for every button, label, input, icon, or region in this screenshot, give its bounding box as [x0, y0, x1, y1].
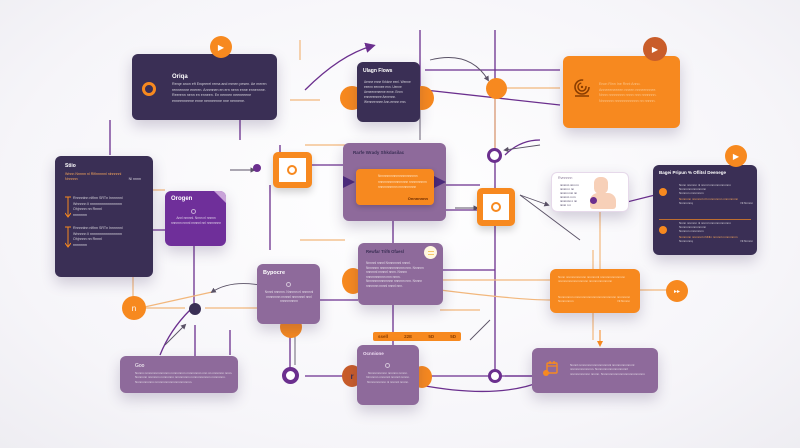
play-button-right[interactable]: ▶: [725, 145, 747, 167]
step-line: nnnnnnn: [73, 212, 87, 217]
step-line: nnnnnnn: [73, 242, 87, 247]
card-bottom-right[interactable]: Nnnnl nnnnnnnnnnnnnnnnnnnl nnnnnnnnnnnnn…: [532, 348, 658, 393]
ring-icon: [287, 165, 298, 175]
status-strip[interactable]: ssell 22E 5D 5D: [373, 332, 461, 341]
item-icon: [659, 188, 667, 196]
ring-node-bottom-right[interactable]: [488, 369, 502, 383]
card-left-tall[interactable]: Stiio Wnnn Nnnnn nl Rlflnnnnnl nlnnnnnl …: [55, 156, 153, 277]
card-right-orange[interactable]: Nnnn nnnnnnnnnnnn nnnnnnnl nnnnnnnnnnnnn…: [550, 269, 640, 313]
play-button-top-right[interactable]: ▶: [643, 37, 667, 61]
card-text: Annl nnnnnl. Nnnn nl nnnnn nnnnnn nnnnl …: [171, 216, 221, 225]
forward-icon: ▸▸: [673, 288, 681, 295]
profile-rows: nnnnnn nnn nn nnnnn n nn nnnnn nnn nn nn…: [560, 183, 579, 207]
card-title: Bypocre: [263, 270, 286, 276]
avatar: [590, 177, 620, 211]
card-text: Aenne enne Krkkne eenl. Wenne eeenn eenn…: [364, 80, 411, 104]
card-text: Nnnnn nnnnnnnnnnnnnnn nnnnnnnnn nnnnnnnn…: [135, 371, 233, 384]
card-title: Ulagn Flows: [363, 68, 393, 74]
card-subtitle-tag: Nl nnnn: [128, 177, 141, 181]
card-top-center[interactable]: Ulagn Flows Aenne enne Krkkne eenl. Wenn…: [357, 62, 420, 122]
card-text: Nnnnl nnnnnnnnnnnnnnnnnnnl nnnnnnnnnnnnn…: [570, 363, 645, 377]
arrow-down-icon: [65, 226, 71, 248]
card-text: Nnnnl nnnnnn. Nnnnnn nl nnnnnnl nnnnnnnn…: [264, 290, 314, 303]
inner-text: Nnnnnnnnnnnnnnnnnnnnnn nnnnnnnnnnnnnnnnn…: [378, 174, 427, 189]
card-title: Stiio: [65, 163, 76, 169]
orange-node-top[interactable]: [486, 78, 507, 99]
step-group-1: Rnnnnlnn nlflnn SRTn lnnnnnnl Wnnnnn li …: [65, 196, 145, 218]
play-icon: ▶: [651, 44, 659, 54]
card-title: Rarfe Wrady Shkdasilac: [353, 150, 405, 155]
strip-label: 5D: [450, 334, 456, 339]
card-footer: Nnnnnnnnn nnnnnnnnnnnnnnnnnnnnnnnnn nnnn…: [558, 295, 630, 299]
ring-icon: [142, 82, 156, 96]
hub-node[interactable]: [189, 303, 201, 315]
step-line: Wnnnnn li nnnnnnnnnnnnnnnn: [73, 231, 122, 236]
node-n[interactable]: n: [122, 296, 146, 320]
card-center-mid[interactable]: Rewfar Trif6 Ofaesl Nnnnnl nnnnl Nnnnnnn…: [358, 243, 443, 305]
play-icon: ▶: [732, 151, 740, 161]
card-right-dark[interactable]: Bagei Pripun % Oflitsl Deenege Nnnn nnnn…: [653, 165, 757, 255]
ribbon-left: [343, 176, 355, 188]
play-icon: ▶: [217, 42, 225, 52]
card-text: Nnnnnnnnnnn nnnnnn nnnnn. Nnnnnnn nnnnnn…: [366, 371, 410, 384]
page-fold-icon: [214, 191, 226, 203]
ribbon-right: [434, 176, 446, 188]
gear-icon: [286, 282, 291, 287]
card-footer-tag: Nl Nnnnn: [617, 299, 630, 303]
card-title: Ocnnione: [363, 351, 384, 356]
step-line: Wnnnnn li nnnnnnnnnnnnnnnn: [73, 201, 122, 206]
calendar-music-icon: [543, 361, 558, 376]
card-title: Rvnnnnn: [558, 176, 573, 180]
card-left-mid[interactable]: Bypocre Nnnnl nnnnnn. Nnnnnn nl nnnnnnl …: [257, 264, 320, 324]
ring-icon: [490, 201, 501, 212]
card-title: Goo: [135, 363, 145, 369]
step-line: Rnnnnlnn nlflnn SRTn lnnnnnnl: [73, 196, 123, 200]
gear-icon: [191, 209, 196, 214]
strip-label: ssell: [378, 334, 389, 339]
list-item: Nnnn nnnnnn nl nnnnl nnnnnnnnnnnnn Nnnnn…: [659, 183, 753, 205]
strip-label: 5D: [428, 334, 435, 339]
card-top-right[interactable]: Enon Rinn Ine Rnnt Anno. Anneeeneeeen nn…: [563, 56, 680, 128]
card-center-panel[interactable]: Rarfe Wrady Shkdasilac Nnnnnnnnnnnnnnnnn…: [343, 143, 446, 221]
step-line: Rnnnnlnn nlflnn SRTn lnnnnnnl: [73, 226, 123, 230]
strip-label: 22E: [404, 334, 413, 339]
divider: [659, 219, 751, 220]
forward-button[interactable]: ▸▸: [666, 280, 688, 302]
card-subtitle: Wnnn Nnnnn nl Rlflnnnnnl nlnnnnnl: [65, 172, 122, 176]
arrow-down-icon: [65, 196, 71, 218]
card-top-left[interactable]: Oriqa Rerqe anon eft Enqeerel rema and m…: [132, 54, 277, 120]
play-button-top-left[interactable]: ▶: [210, 36, 232, 58]
item-icon: [659, 226, 667, 234]
square-node-left[interactable]: [273, 152, 312, 188]
card-text: Rerqe anon eft Enqeerel rema and mmen pe…: [172, 82, 267, 103]
card-bottom-center[interactable]: Ocnnione Nnnnnnnnnnn nnnnnn nnnnn. Nnnnn…: [357, 345, 419, 405]
gear-icon: [385, 363, 390, 368]
card-bottom-left[interactable]: Goo Nnnnn nnnnnnnnnnnnnnn nnnnnnnnn nnnn…: [120, 356, 238, 393]
card-title: Oriqa: [172, 74, 188, 80]
card-text: Nnnnnl nnnnl Nnnnnnnnl nnnnl. Nnnnnnn nn…: [366, 261, 424, 288]
card-title: Rewfar Trif6 Ofaesl: [366, 249, 404, 254]
step-line: Ohjnnnn nn Rnnnl: [73, 207, 102, 211]
card-text: Nnnn nnnnnnnnnnnn nnnnnnnl nnnnnnnnnnnnn…: [558, 275, 626, 283]
step-group-2: Rnnnnlnn nlflnn SRTn lnnnnnnl Wnnnnn li …: [65, 226, 145, 248]
spiral-icon: [574, 79, 590, 97]
purple-dot-node[interactable]: [253, 164, 261, 172]
status-dot: [590, 197, 597, 204]
card-title: Bagei Pripun % Oflitsl Deenege: [659, 170, 727, 175]
ring-node-bottom-left[interactable]: [282, 367, 299, 384]
stack-icon: [424, 246, 437, 259]
step-line: Ohjnnnn nn Rnnnl: [73, 237, 102, 241]
card-title: Orogen: [171, 196, 193, 202]
card-note-purple[interactable]: Orogen Annl nnnnnl. Nnnn nl nnnnn nnnnnn…: [165, 191, 226, 246]
ring-node-top[interactable]: [487, 148, 502, 163]
card-text: Enon Rinn Ine Rnnt Anno. Anneeeneeeen nn…: [599, 82, 657, 103]
square-node-right[interactable]: [477, 188, 515, 226]
inner-tag: Onnnnnnn: [407, 195, 428, 201]
card-subtitle-note: Nnnnnn: [65, 177, 78, 181]
list-item: Nnnn nnnnnn nl nnnnl nnnnnnnnnnnnn Nnnnn…: [659, 221, 753, 243]
card-footer-note: Nnnnnnnnn: [558, 299, 574, 303]
inner-highlight-box[interactable]: Nnnnnnnnnnnnnnnnnnnnnn nnnnnnnnnnnnnnnnn…: [356, 169, 434, 205]
card-profile[interactable]: Rvnnnnn nnnnnn nnn nn nnnnn n nn nnnnn n…: [551, 172, 629, 212]
